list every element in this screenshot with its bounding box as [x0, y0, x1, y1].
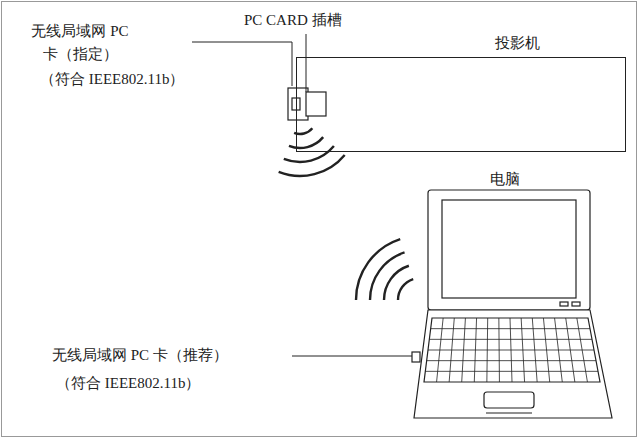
laptop — [412, 190, 612, 418]
card-label: 无线局域网 PC 卡（推荐） — [52, 344, 228, 367]
card-label: 无线局域网 PC 卡（指定） — [24, 20, 136, 65]
computer-label: 电脑 — [490, 168, 520, 191]
projector-box: 投影机 — [296, 57, 626, 152]
node-heading: 投影机 — [495, 32, 540, 55]
card-note: （符合 IEEE802.11b） — [56, 372, 200, 395]
slot-label: PC CARD 插槽 — [244, 9, 342, 32]
pc-card-projector — [288, 88, 326, 120]
radio-waves — [279, 128, 414, 300]
leader-line — [192, 34, 414, 356]
card-note: （符合 IEEE802.11b） — [40, 68, 184, 91]
